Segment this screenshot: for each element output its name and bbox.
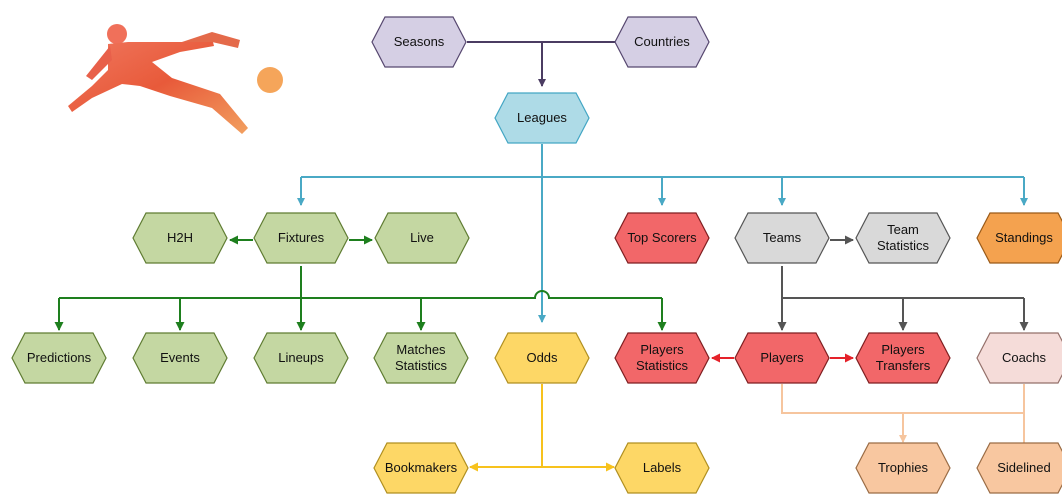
node-matches-statistics[interactable]: Matches Statistics — [373, 332, 469, 384]
node-fixtures[interactable]: Fixtures — [253, 212, 349, 264]
hexagon-shape — [614, 16, 710, 68]
node-label: H2H — [166, 230, 193, 245]
node-team-statistics[interactable]: Team Statistics — [855, 212, 951, 264]
node-label: Leagues — [517, 110, 567, 125]
hexagon-shape — [734, 332, 830, 384]
node-label: Labels — [642, 460, 682, 475]
node-leagues[interactable]: Leagues — [494, 92, 590, 144]
node-label: Trophies — [877, 460, 929, 475]
hexagon-shape — [614, 332, 710, 384]
node-label: Coachs — [1001, 350, 1047, 365]
node-coachs[interactable]: Coachs — [976, 332, 1062, 384]
hexagon-shape — [494, 332, 590, 384]
hexagon-shape — [373, 332, 469, 384]
node-label: Live — [410, 230, 434, 245]
node-label: Matches Statistics — [394, 342, 447, 373]
hexagon-shape — [855, 332, 951, 384]
hexagon-shape — [132, 212, 228, 264]
node-lineups[interactable]: Lineups — [253, 332, 349, 384]
node-label: Events — [160, 350, 200, 365]
node-players-statistics[interactable]: Players Statistics — [614, 332, 710, 384]
hexagon-shape — [253, 332, 349, 384]
node-teams[interactable]: Teams — [734, 212, 830, 264]
node-label: Sidelined — [997, 460, 1051, 475]
node-label: Seasons — [393, 34, 445, 49]
node-label: Standings — [995, 230, 1053, 245]
edge-players-down — [781, 384, 1024, 414]
hexagon-shape — [734, 212, 830, 264]
node-label: Lineups — [278, 350, 324, 365]
node-top-scorers[interactable]: Top Scorers — [614, 212, 710, 264]
hexagon-shape — [11, 332, 107, 384]
node-label: Fixtures — [277, 230, 325, 245]
node-sidelined[interactable]: Sidelined — [976, 442, 1062, 494]
node-label: Players Statistics — [635, 342, 688, 373]
node-bookmakers[interactable]: Bookmakers — [373, 442, 469, 494]
node-live[interactable]: Live — [374, 212, 470, 264]
node-events[interactable]: Events — [132, 332, 228, 384]
node-labels[interactable]: Labels — [614, 442, 710, 494]
hexagon-shape — [976, 332, 1062, 384]
hexagon-shape — [614, 212, 710, 264]
football-player-kicking-ball-icon — [68, 24, 283, 134]
node-label: Players Transfers — [875, 342, 931, 373]
hexagon-shape — [976, 212, 1062, 264]
node-odds[interactable]: Odds — [494, 332, 590, 384]
node-label: Players — [760, 350, 804, 365]
node-label: Predictions — [26, 350, 92, 365]
hexagon-shape — [855, 212, 951, 264]
node-label: Bookmakers — [384, 460, 458, 475]
node-label: Top Scorers — [627, 230, 697, 245]
node-countries[interactable]: Countries — [614, 16, 710, 68]
node-h2h[interactable]: H2H — [132, 212, 228, 264]
hexagon-shape — [494, 92, 590, 144]
edge-fixtures-bus — [59, 290, 662, 299]
node-label: Odds — [526, 350, 558, 365]
node-standings[interactable]: Standings — [976, 212, 1062, 264]
node-predictions[interactable]: Predictions — [11, 332, 107, 384]
hexagon-shape — [374, 212, 470, 264]
hexagon-shape — [371, 16, 467, 68]
node-players-transfers[interactable]: Players Transfers — [855, 332, 951, 384]
node-seasons[interactable]: Seasons — [371, 16, 467, 68]
node-label: Team Statistics — [876, 222, 929, 253]
node-players[interactable]: Players — [734, 332, 830, 384]
hexagon-shape — [253, 212, 349, 264]
node-label: Teams — [762, 230, 802, 245]
hexagon-shape — [132, 332, 228, 384]
node-label: Countries — [634, 34, 690, 49]
node-trophies[interactable]: Trophies — [855, 442, 951, 494]
